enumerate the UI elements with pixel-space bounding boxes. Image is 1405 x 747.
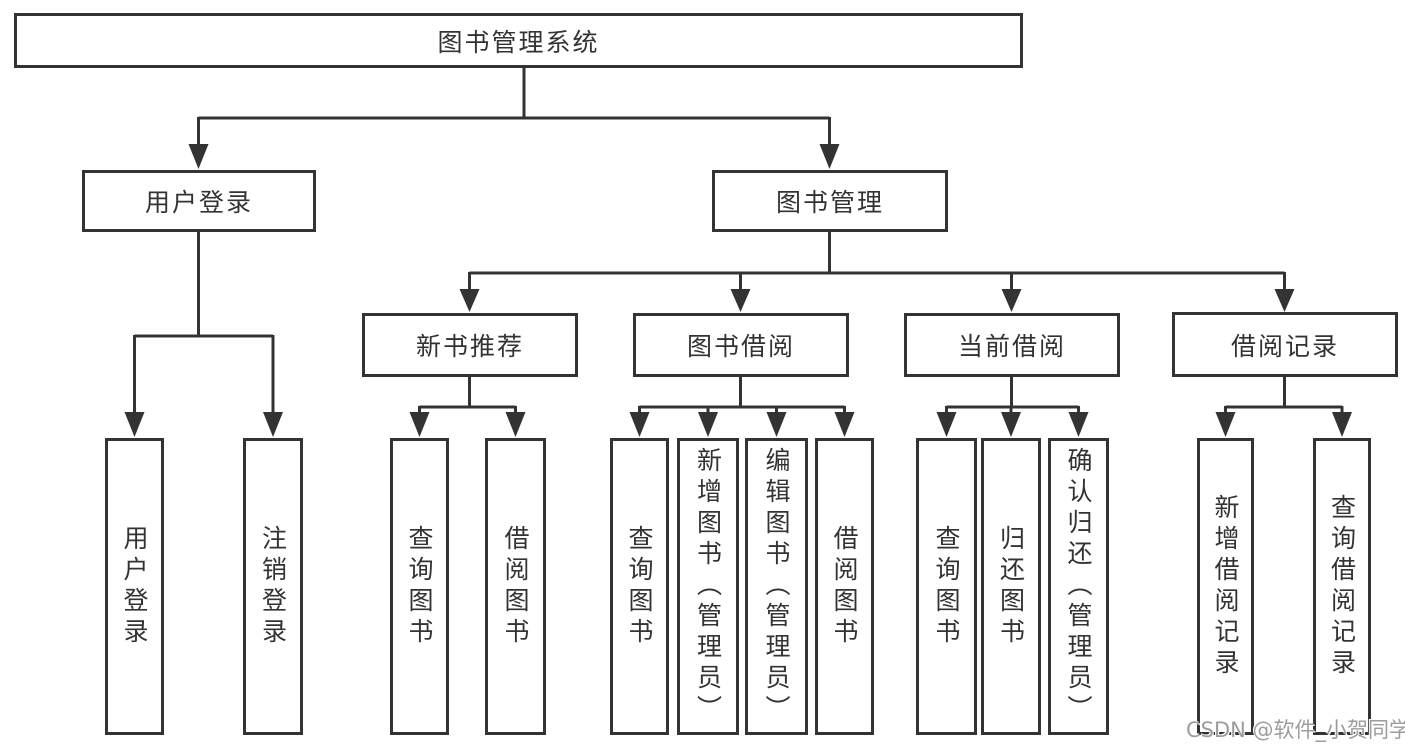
node-new-book-recommend-label: 新书推荐 xyxy=(415,332,524,361)
node-current-borrowing-label: 当前借阅 xyxy=(957,332,1066,361)
leaf-borrow-books-recommend: 借阅图书 xyxy=(485,438,546,735)
leaf-user-login: 用户登录 xyxy=(105,438,164,735)
leaf-query-books-recommend-label: 查询图书 xyxy=(405,524,434,649)
node-book-management: 图书管理 xyxy=(712,170,948,232)
leaf-query-books-current: 查询图书 xyxy=(916,438,977,735)
leaf-query-books-recommend: 查询图书 xyxy=(390,438,449,735)
leaf-confirm-return-admin-label: 确认归还（管理员） xyxy=(1064,447,1093,726)
leaf-borrow-books: 借阅图书 xyxy=(815,438,874,735)
node-book-management-label: 图书管理 xyxy=(775,188,884,217)
node-borrowing-records: 借阅记录 xyxy=(1172,312,1398,377)
leaf-query-books-current-label: 查询图书 xyxy=(932,524,961,649)
node-book-borrowing: 图书借阅 xyxy=(633,313,849,377)
leaf-logout: 注销登录 xyxy=(243,438,303,735)
node-user-login: 用户登录 xyxy=(82,170,316,232)
node-new-book-recommend: 新书推荐 xyxy=(362,313,578,377)
leaf-add-book-admin: 新增图书（管理员） xyxy=(677,438,739,735)
leaf-borrow-books-label: 借阅图书 xyxy=(830,524,859,649)
leaf-query-books-borrowing-label: 查询图书 xyxy=(625,524,654,649)
leaf-return-books: 归还图书 xyxy=(981,438,1041,735)
leaf-user-login-label: 用户登录 xyxy=(120,524,149,649)
leaf-add-book-admin-label: 新增图书（管理员） xyxy=(693,447,723,726)
node-user-login-label: 用户登录 xyxy=(144,188,253,217)
node-current-borrowing: 当前借阅 xyxy=(904,313,1120,377)
leaf-edit-book-admin: 编辑图书（管理员） xyxy=(745,438,808,735)
node-root-label: 图书管理系统 xyxy=(437,27,600,57)
node-borrowing-records-label: 借阅记录 xyxy=(1230,331,1339,361)
leaf-return-books-label: 归还图书 xyxy=(996,524,1026,649)
leaf-edit-book-admin-label: 编辑图书（管理员） xyxy=(762,447,791,726)
node-root: 图书管理系统 xyxy=(14,13,1023,68)
leaf-query-borrow-record-label: 查询借阅记录 xyxy=(1327,493,1357,680)
leaf-add-borrow-record-label: 新增借阅记录 xyxy=(1211,493,1240,680)
arrowheads xyxy=(124,144,1352,437)
watermark: CSDN @软件_小贺同学 xyxy=(1186,718,1405,742)
leaf-query-borrow-record: 查询借阅记录 xyxy=(1313,438,1371,735)
leaf-query-books-borrowing: 查询图书 xyxy=(610,438,669,735)
leaf-confirm-return-admin: 确认归还（管理员） xyxy=(1048,438,1109,735)
leaf-borrow-books-recommend-label: 借阅图书 xyxy=(501,524,530,649)
leaf-add-borrow-record: 新增借阅记录 xyxy=(1197,438,1254,735)
leaf-logout-label: 注销登录 xyxy=(258,524,288,649)
node-book-borrowing-label: 图书借阅 xyxy=(686,332,795,361)
